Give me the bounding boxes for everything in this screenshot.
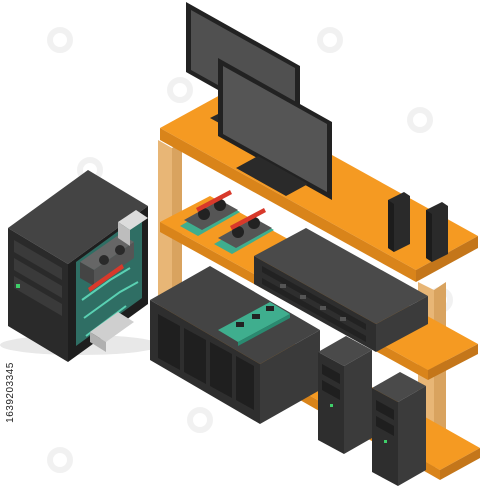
monitor-front [218,58,332,200]
open-pc-case-icon [0,170,160,362]
graphics-card-icon [180,190,240,236]
expansion-card-icon [218,302,290,346]
tower-pc-icon [372,372,426,486]
tower-pc-icon [318,336,372,454]
server-rack-icon [150,266,320,424]
server-rack-icon [254,228,428,352]
speaker-icon [388,192,448,262]
stock-id-label: 1639203345 [2,312,18,472]
stock-id-text: 1639203345 [4,361,16,423]
graphics-card-icon [214,208,274,254]
